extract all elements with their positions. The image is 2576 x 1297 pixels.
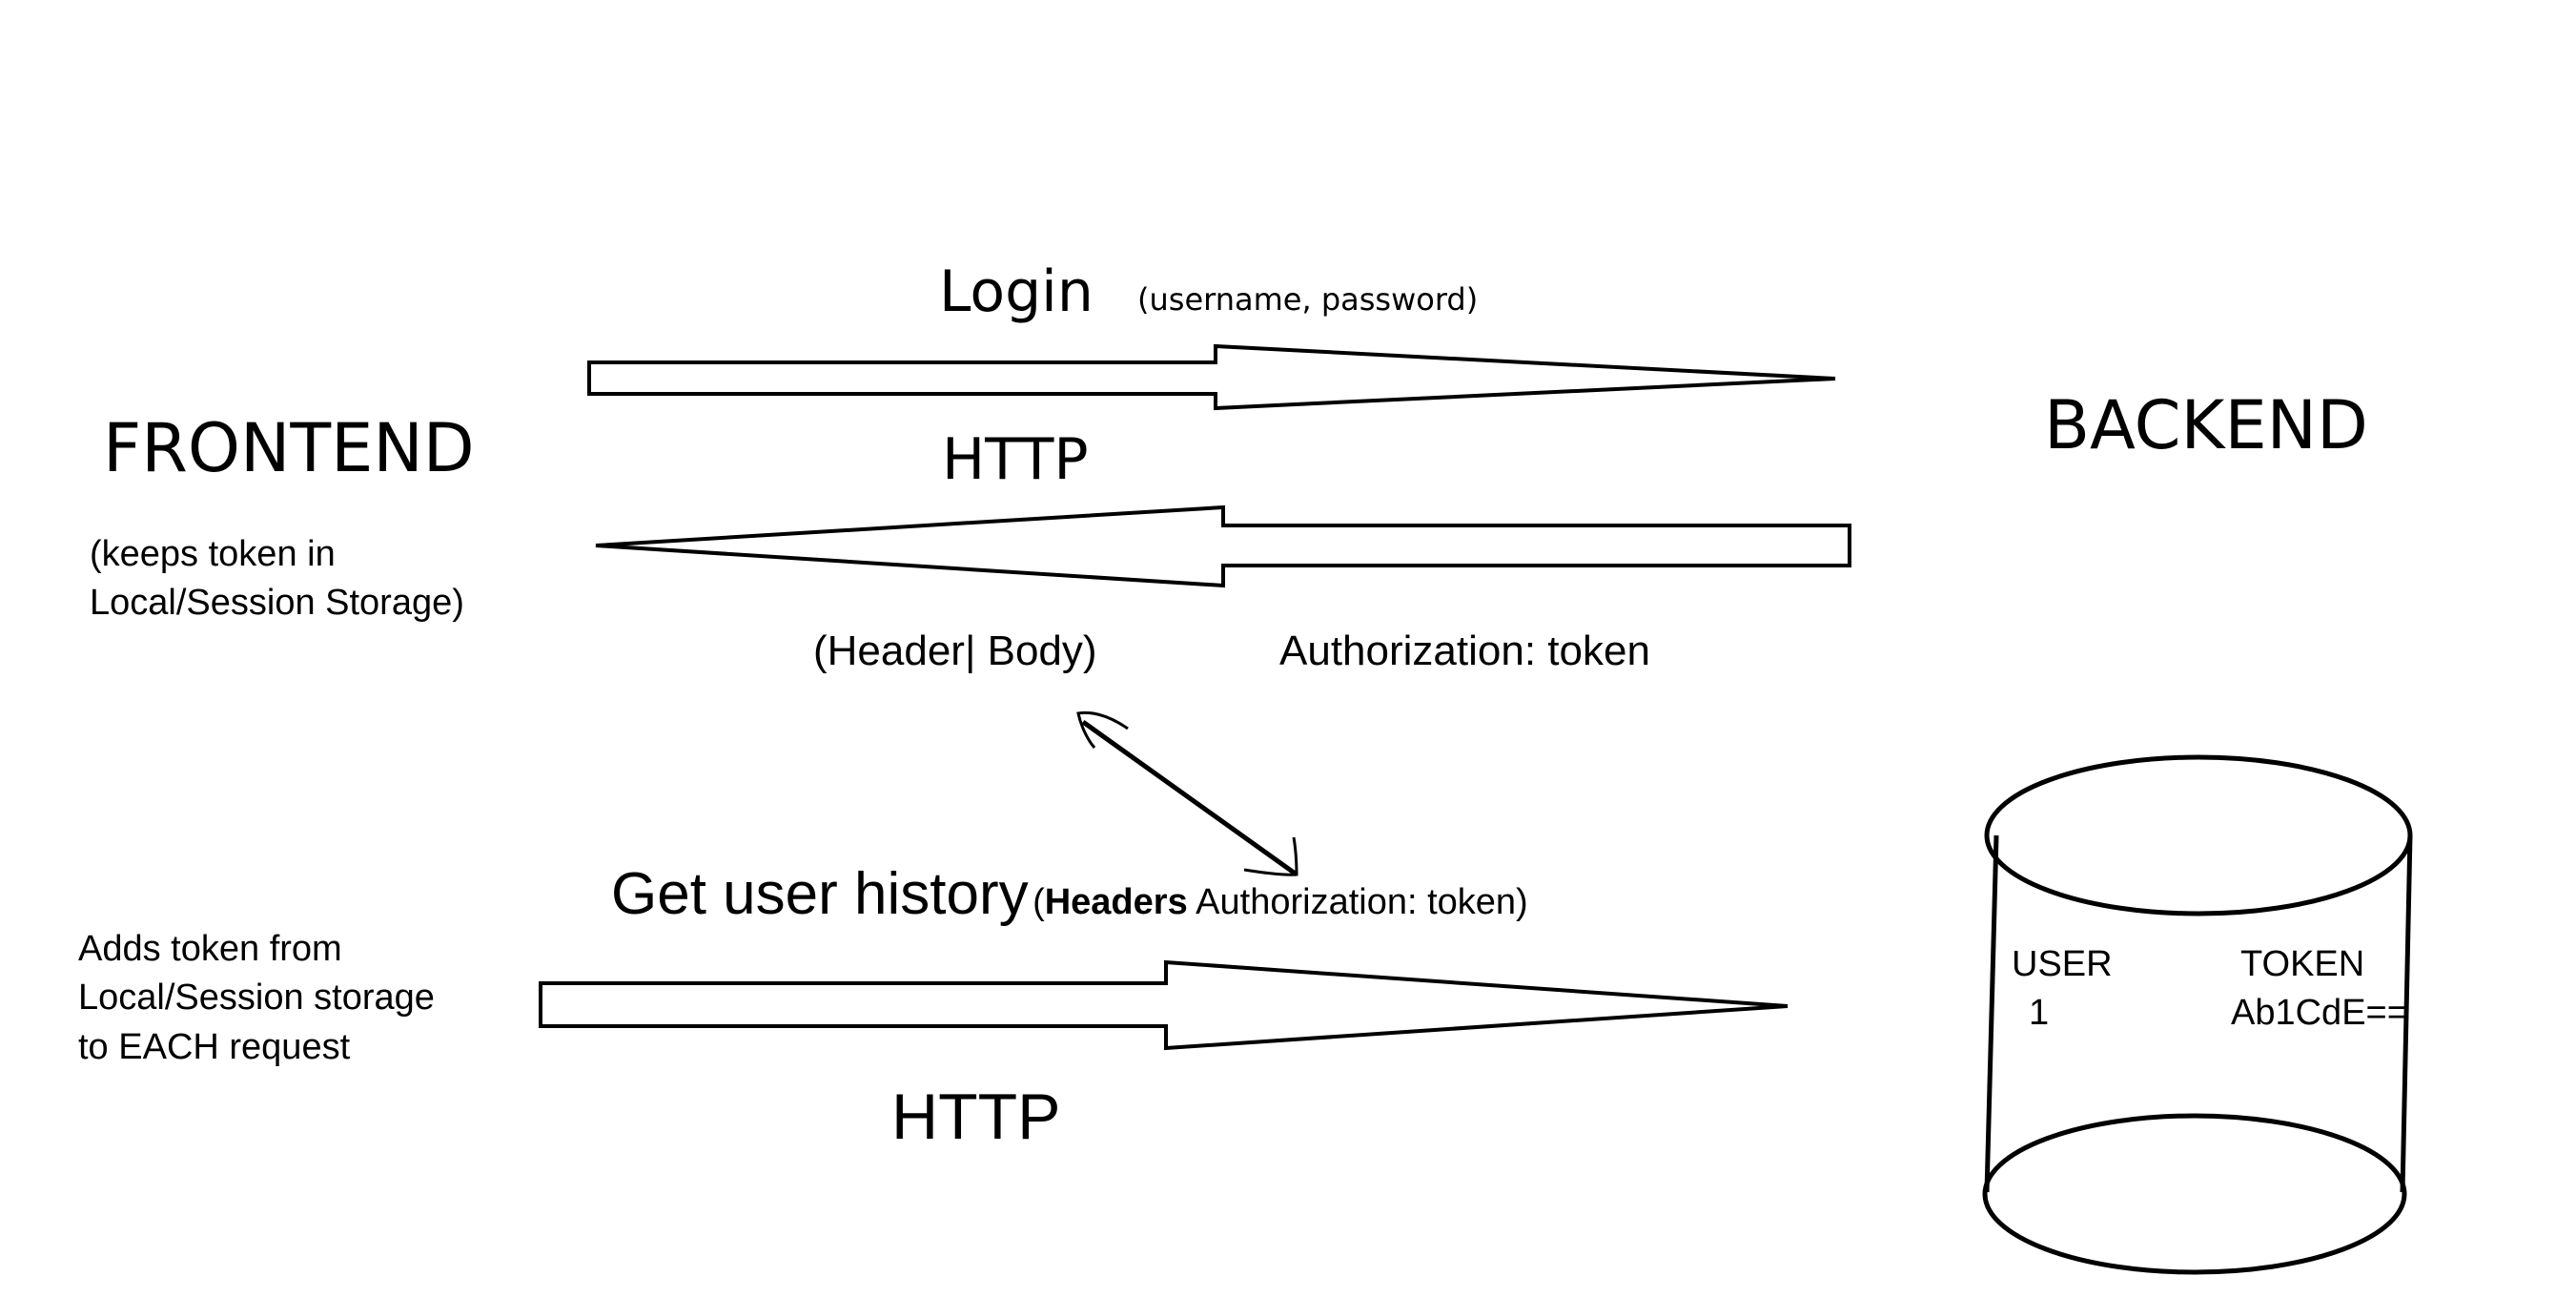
db-cell-token: Ab1CdE== [2231, 993, 2408, 1033]
db-column-token: TOKEN [2240, 944, 2365, 984]
authorization-header-label: Authorization: token [1279, 628, 1650, 674]
header-link-arrow [1076, 710, 1298, 877]
login-protocol-label: HTTP [942, 426, 1089, 493]
response-parts-label: (Header| Body) [813, 628, 1097, 674]
history-request-arrow [539, 959, 1789, 1051]
backend-title: BACKEND [2044, 386, 2368, 464]
login-title: Login [939, 258, 1094, 325]
login-response-arrow [595, 504, 1851, 588]
history-params: (Headers Authorization: token) [1032, 882, 1528, 922]
login-params: (username, password) [1137, 281, 1479, 318]
history-params-open: ( [1032, 882, 1045, 922]
login-request-arrow [587, 343, 1836, 411]
database-cylinder [1982, 754, 2413, 1275]
db-cell-user: 1 [2029, 993, 2050, 1033]
history-protocol-label: HTTP [891, 1081, 1061, 1153]
history-params-rest: Authorization: token) [1187, 882, 1528, 922]
frontend-storage-note: (keeps token in Local/Session Storage) [90, 534, 464, 624]
frontend-title: FRONTEND [103, 409, 475, 487]
db-column-user: USER [2012, 944, 2113, 984]
frontend-request-note: Adds token from Local/Session storage to… [78, 929, 435, 1067]
history-title-line: Get user history (Headers Authorization:… [611, 860, 1528, 928]
history-params-bold: Headers [1044, 882, 1188, 922]
history-title: Get user history [611, 861, 1029, 927]
